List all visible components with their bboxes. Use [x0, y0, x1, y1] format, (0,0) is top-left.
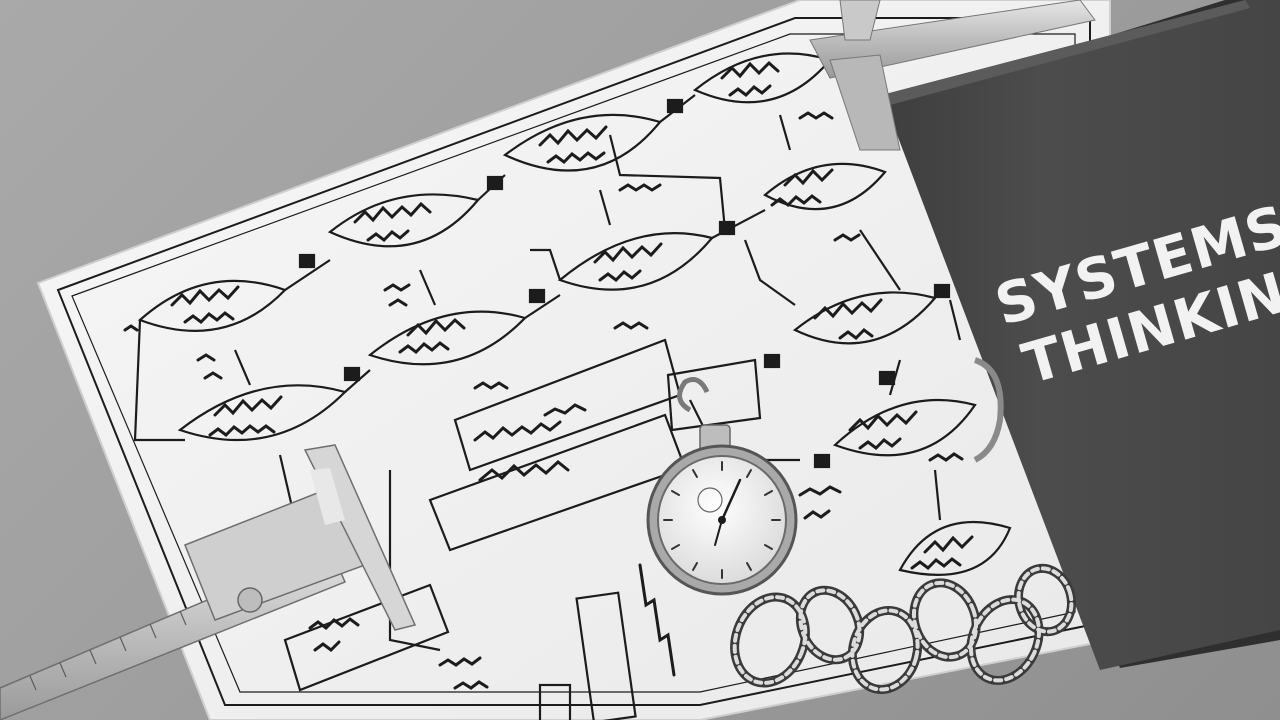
- flowchart-bar: [538, 683, 572, 720]
- metal-hook: [973, 357, 1004, 463]
- flowchart-node: [327, 193, 480, 248]
- flowchart-diagram: [133, 46, 1012, 720]
- handwritten-labels: [123, 60, 974, 690]
- flowchart-block: [666, 358, 762, 432]
- pocket-stopwatch: [646, 377, 798, 596]
- stopwatch-hand: [720, 478, 742, 522]
- systems-thinking-book: SYSTEMS THINKING: [882, 0, 1280, 670]
- flowchart-node: [898, 520, 1012, 576]
- flowchart-bar: [575, 591, 637, 720]
- flowchart-node: [763, 162, 887, 211]
- top-metal-tool: [809, 0, 1096, 151]
- stopwatch-dial-ticks: [663, 461, 781, 579]
- vernier-caliper: [0, 444, 417, 720]
- metal-chain: [730, 563, 1076, 695]
